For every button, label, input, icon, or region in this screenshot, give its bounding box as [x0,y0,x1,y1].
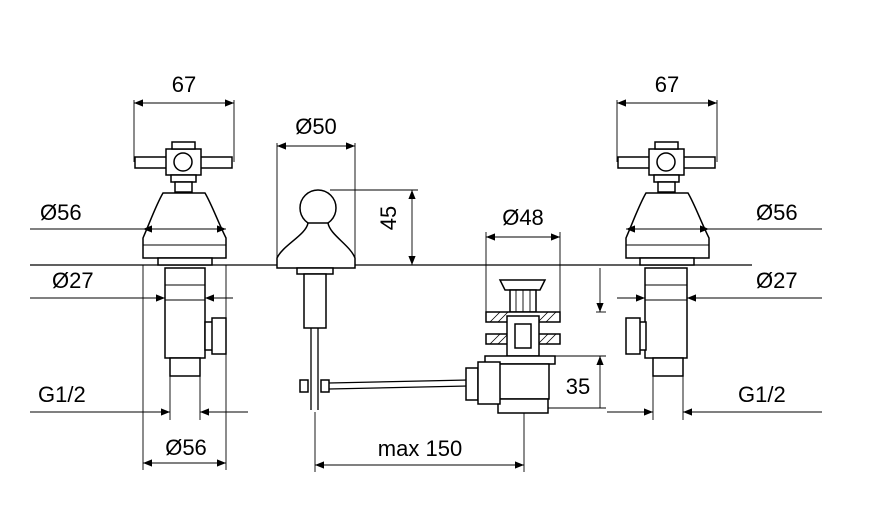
rod-length-label: max 150 [378,436,462,461]
right-base-diameter-label: Ø56 [756,200,798,225]
spout [276,189,469,410]
right-handle-width-label: 67 [655,72,679,97]
left-thread-label: G1/2 [38,382,86,407]
left-base-diameter-label: Ø56 [40,200,82,225]
right-shank-diameter-label: Ø27 [756,268,798,293]
right-tap [617,141,716,377]
spout-height-label: 45 [376,206,401,230]
left-handle-width-label: 67 [172,72,196,97]
waste-height-label: 35 [566,374,590,399]
waste-diameter-label: Ø48 [502,205,544,230]
right-thread-label: G1/2 [738,382,786,407]
waste-valve [465,279,561,414]
left-tap [134,141,233,377]
bottom-diameter-label: Ø56 [165,435,207,460]
left-shank-diameter-label: Ø27 [52,268,94,293]
spout-diameter-label: Ø50 [295,114,337,139]
